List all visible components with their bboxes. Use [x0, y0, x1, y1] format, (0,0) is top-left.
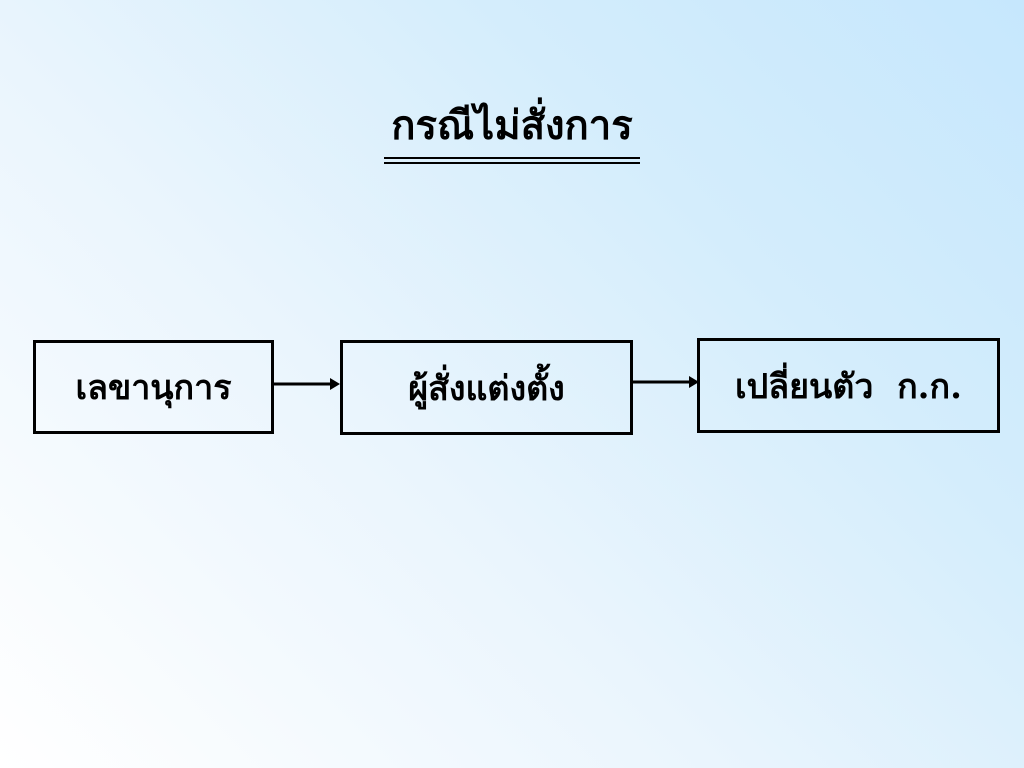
flow-node-appointing-authority: ผู้สั่งแต่งตั้ง	[340, 340, 633, 435]
slide-title: กรณีไม่สั่งการ	[391, 102, 633, 149]
flow-node-label: เปลี่ยนตัว ก.ก.	[735, 366, 962, 407]
title-underline-top	[384, 157, 640, 159]
arrow-right-icon	[274, 378, 340, 390]
flow-node-label: เลขานุการ	[75, 368, 232, 408]
flow-node-secretary: เลขานุการ	[33, 340, 274, 434]
flow-node-replace-committee: เปลี่ยนตัว ก.ก.	[697, 338, 1000, 433]
arrow-right-icon	[633, 376, 699, 388]
title-underline-bottom	[384, 162, 640, 164]
flow-node-label: ผู้สั่งแต่งตั้ง	[408, 368, 565, 409]
